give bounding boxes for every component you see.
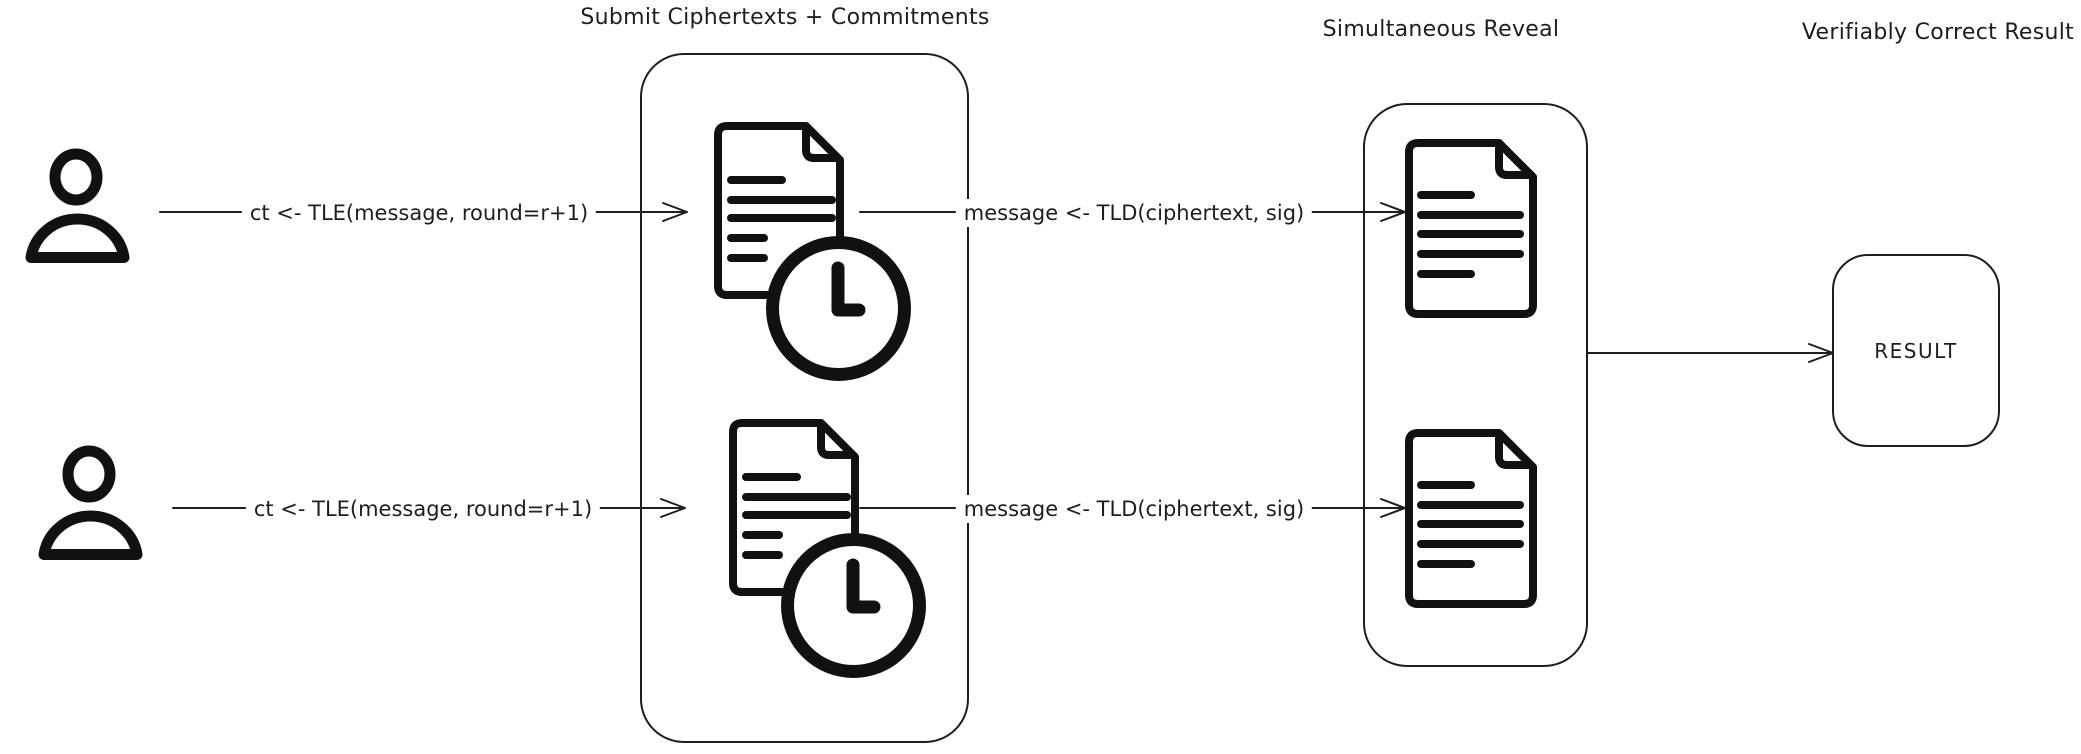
document-clock-icon — [712, 122, 913, 383]
user-icon — [23, 148, 132, 263]
reveal-stage-box — [1363, 103, 1588, 667]
arrow-label-tld-bottom: message <- TLD(ciphertext, sig) — [955, 495, 1313, 523]
result-label: RESULT — [1874, 338, 1958, 363]
heading-result-stage: Verifiably Correct Result — [1801, 20, 2075, 45]
document-icon — [1402, 138, 1540, 319]
submit-stage-box — [640, 53, 969, 743]
heading-submit-stage: Submit Ciphertexts + Commitments — [580, 5, 990, 30]
arrow-to-result — [1586, 343, 1834, 363]
document-icon — [1402, 428, 1540, 609]
result-box: RESULT — [1832, 254, 2000, 447]
heading-reveal-stage: Simultaneous Reveal — [1322, 17, 1560, 42]
arrow-label-tle-top: ct <- TLE(message, round=r+1) — [241, 199, 597, 227]
arrow-label-tld-top: message <- TLD(ciphertext, sig) — [955, 199, 1313, 227]
arrow-label-tle-bottom: ct <- TLE(message, round=r+1) — [245, 495, 601, 523]
user-icon — [36, 445, 145, 560]
document-clock-icon — [727, 419, 928, 680]
